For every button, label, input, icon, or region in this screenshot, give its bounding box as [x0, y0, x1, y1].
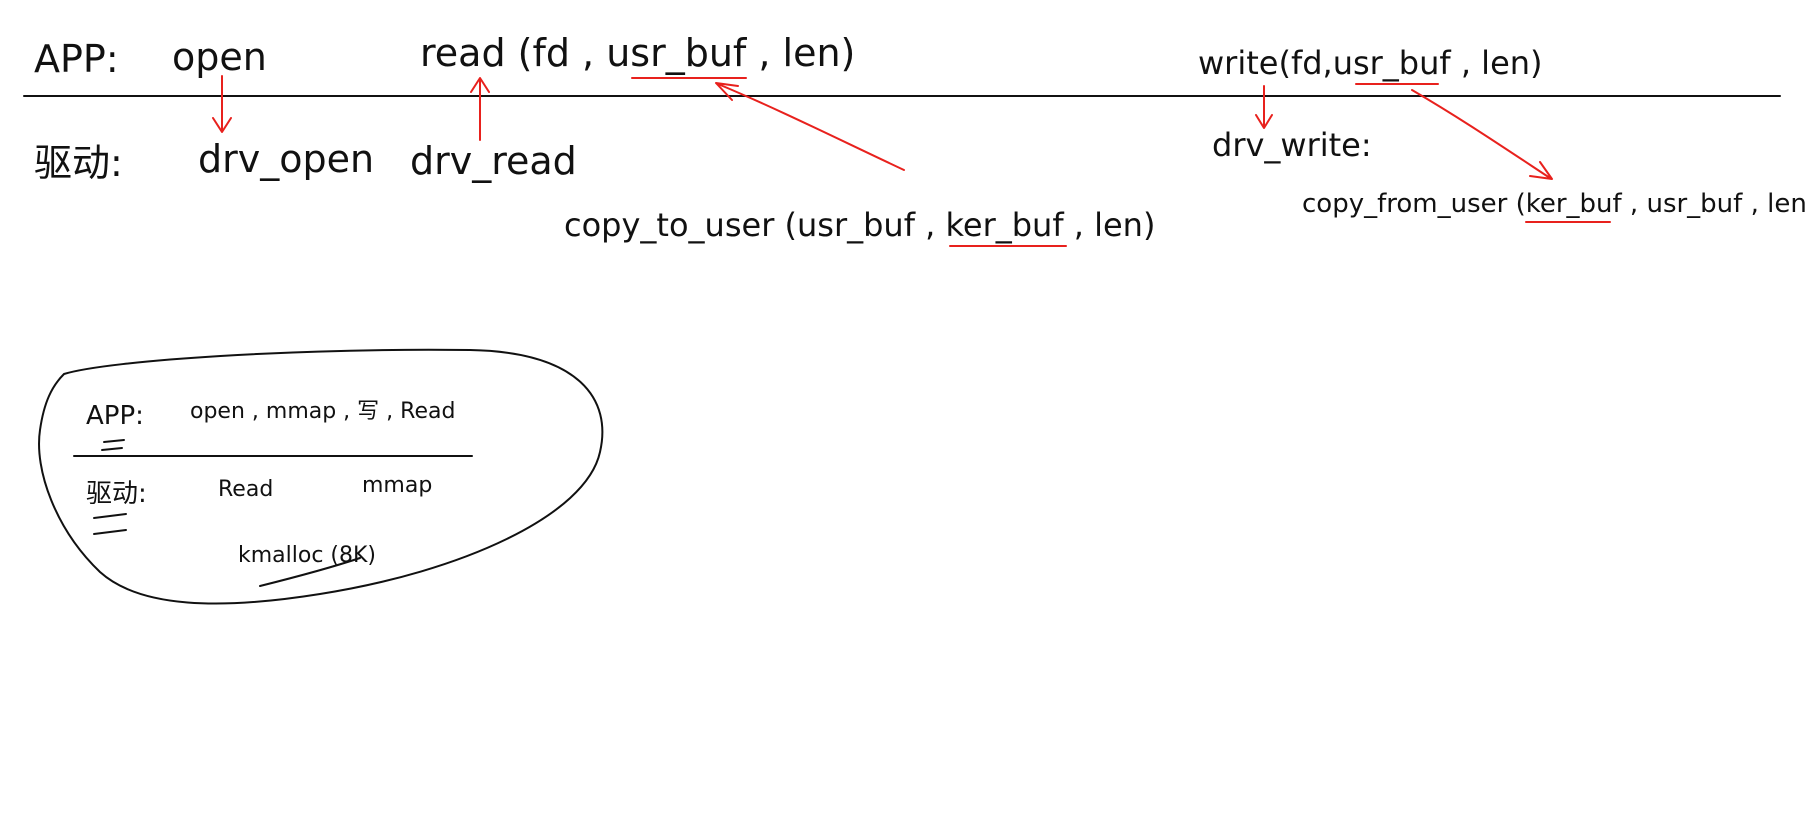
bubble-app-items: open , mmap , 写 , Read	[190, 399, 455, 424]
bubble-driver-label-underline	[93, 513, 127, 535]
bubble-driver-read: Read	[218, 477, 273, 502]
bubble-driver-mmap: mmap	[362, 473, 432, 498]
drv-read-to-read-arrow	[470, 77, 490, 141]
driver-row-label: 驱动:	[34, 141, 123, 185]
bubble-driver-label: 驱动:	[86, 479, 147, 509]
bubble-app-label-underline	[101, 439, 125, 451]
write-to-drv-write-arrow	[1255, 85, 1273, 129]
open-to-drv-open-arrow	[212, 75, 232, 133]
drv-open-text: drv_open	[198, 137, 374, 181]
copy-to-user-arrow	[715, 82, 905, 171]
app-open-call: open	[172, 35, 267, 79]
app-read-call: read (fd , usr_buf , len)	[420, 31, 855, 75]
copy-to-user-call: copy_to_user (usr_buf , ker_buf , len)	[564, 206, 1155, 244]
bubble-kmalloc-underline	[259, 557, 361, 587]
drv-write-text: drv_write:	[1212, 126, 1372, 164]
drv-read-text: drv_read	[410, 139, 577, 183]
copy-from-user-arrow	[1411, 89, 1553, 180]
app-row-label: APP:	[34, 37, 119, 81]
copy-from-user-call: copy_from_user (ker_buf , usr_buf , len)	[1302, 189, 1806, 219]
bubble-outline	[38, 348, 604, 605]
bubble-kmalloc: kmalloc (8K)	[238, 543, 376, 568]
bubble-app-label: APP:	[86, 401, 144, 431]
app-write-call: write(fd,usr_buf , len)	[1198, 44, 1543, 82]
